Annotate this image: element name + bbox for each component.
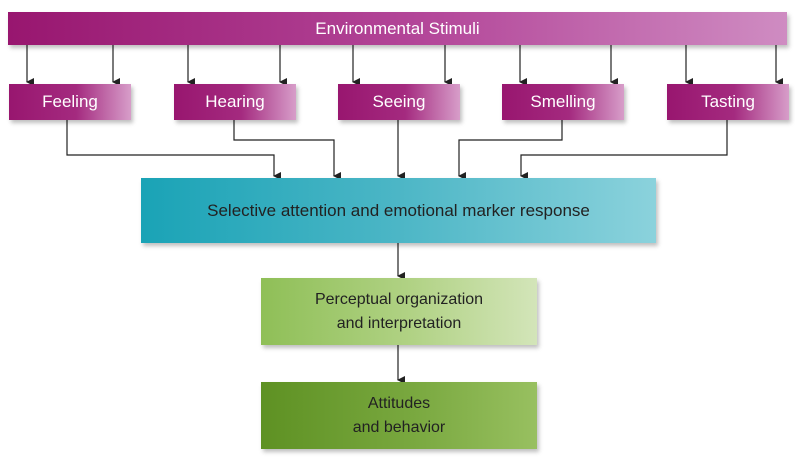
environmental-stimuli-label: Environmental Stimuli bbox=[315, 18, 480, 38]
perceptual-label-line2: and interpretation bbox=[336, 314, 462, 332]
perceptual-label-line1: Perceptual organization bbox=[314, 290, 484, 308]
sense-box-smelling: Smelling bbox=[502, 84, 624, 120]
environmental-stimuli-box: Environmental Stimuli bbox=[8, 12, 787, 45]
sense-box-seeing: Seeing bbox=[338, 84, 460, 120]
attitudes-label-line2: and behavior bbox=[352, 418, 446, 436]
perceptual-organization-box: Perceptual organization and interpretati… bbox=[261, 278, 537, 345]
sense-label-feeling: Feeling bbox=[42, 92, 98, 111]
sense-label-smelling: Smelling bbox=[530, 92, 596, 111]
sense-label-tasting: Tasting bbox=[701, 92, 755, 111]
selective-attention-label: Selective attention and emotional marker… bbox=[207, 200, 590, 220]
sense-box-feeling: Feeling bbox=[9, 84, 131, 120]
sense-label-seeing: Seeing bbox=[372, 92, 426, 111]
arrow-tasting-selective bbox=[520, 120, 728, 180]
sense-box-tasting: Tasting bbox=[667, 84, 789, 120]
sense-label-hearing: Hearing bbox=[205, 92, 265, 111]
arrow-smelling-selective bbox=[458, 120, 563, 180]
selective-attention-box: Selective attention and emotional marker… bbox=[141, 178, 656, 243]
attitudes-behavior-box: Attitudes and behavior bbox=[261, 382, 537, 449]
arrow-feeling-selective bbox=[66, 120, 281, 180]
arrow-hearing-selective bbox=[233, 120, 341, 180]
attitudes-label-line1: Attitudes bbox=[367, 394, 431, 412]
sense-box-hearing: Hearing bbox=[174, 84, 296, 120]
